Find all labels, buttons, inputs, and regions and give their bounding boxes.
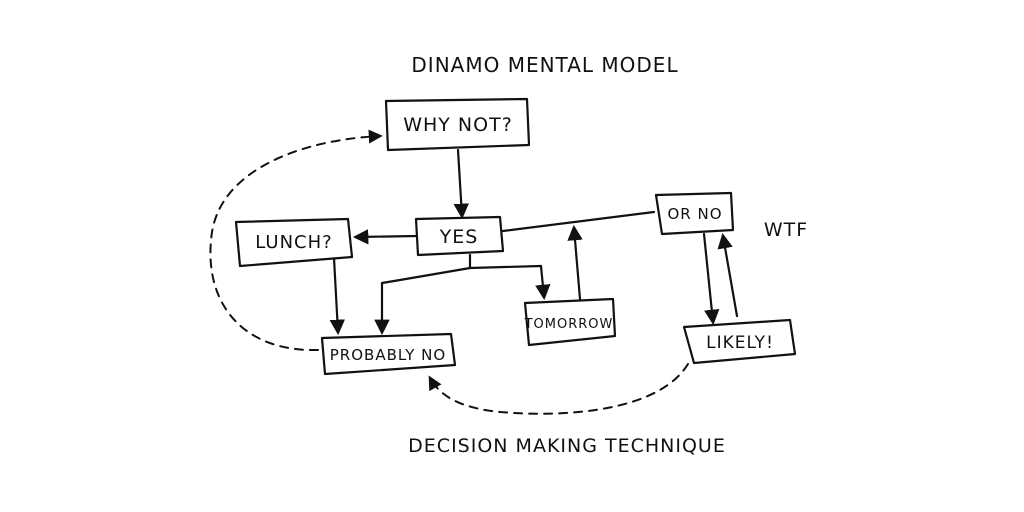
node-yes-label: YES — [439, 226, 479, 248]
wtf-label: WTF — [764, 219, 808, 241]
diagram-title: DINAMO MENTAL MODEL — [411, 53, 678, 77]
node-probably-no-label: PROBABLY NO — [330, 346, 446, 364]
node-or-no: OR NO — [654, 191, 735, 236]
edge-lunch-to-probablyno — [329, 256, 346, 336]
node-or-no-label: OR NO — [667, 205, 722, 223]
diagram-subtitle: DECISION MAKING TECHNIQUE — [408, 435, 726, 457]
edge-yes-to-probablyno — [374, 266, 472, 336]
edge-likely-to-probablyno — [428, 363, 689, 415]
node-why-not: WHY NOT? — [384, 97, 531, 152]
node-tomorrow-label: TOMORROW — [524, 317, 614, 332]
node-likely-label: LIKELY! — [706, 333, 774, 353]
edge-yes-to-lunch — [352, 229, 419, 245]
node-yes: YES — [414, 215, 505, 257]
edge-whynot-to-yes — [453, 148, 469, 220]
edge-yes-to-tomorrow — [468, 264, 551, 301]
edge-probablyno-to-whynot — [209, 129, 383, 352]
edge-tomorrow-up — [567, 224, 583, 301]
node-lunch: LUNCH? — [234, 217, 354, 268]
edge-likely-to-orno — [717, 232, 739, 318]
node-lunch-label: LUNCH? — [255, 232, 332, 253]
edge-yes-to-orno — [501, 210, 656, 233]
node-probably-no: PROBABLY NO — [320, 332, 457, 376]
node-why-not-label: WHY NOT? — [403, 114, 513, 136]
node-tomorrow: TOMORROW — [524, 297, 617, 347]
edge-orno-to-likely — [702, 232, 720, 326]
node-likely: LIKELY! — [682, 318, 797, 365]
